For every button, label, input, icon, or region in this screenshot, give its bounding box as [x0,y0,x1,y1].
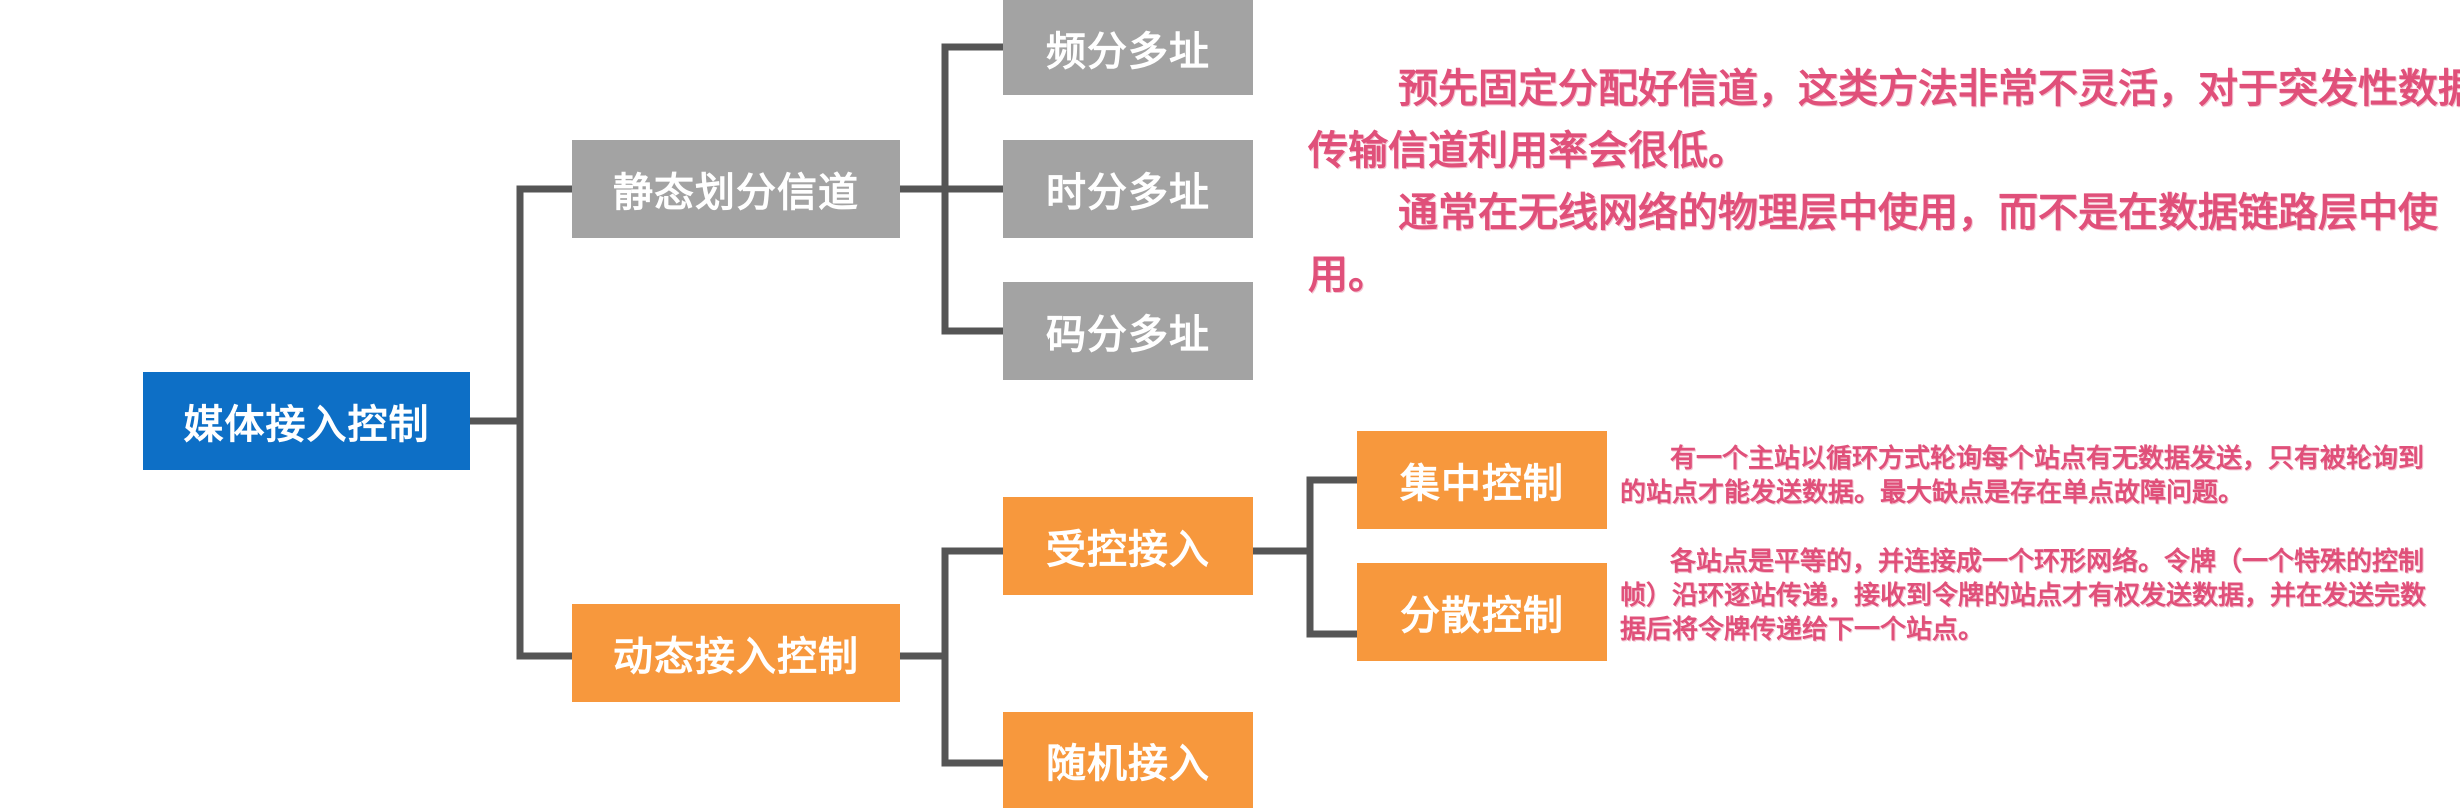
node-controlled-access: 受控接入 [1003,497,1253,595]
node-random-access: 随机接入 [1003,712,1253,808]
distributed-control-note: 各站点是平等的，并连接成一个环形网络。令牌（一个特殊的控制帧）沿环逐站传递，接收… [1620,545,2440,647]
node-distributed-control: 分散控制 [1357,563,1607,661]
distributed-note-text: 各站点是平等的，并连接成一个环形网络。令牌（一个特殊的控制帧）沿环逐站传递，接收… [1620,547,2427,645]
static-note-paragraph-1: 预先固定分配好信道，这类方法非常不灵活，对于突发性数据传输信道利用率会很低。 [1308,66,2460,174]
centralized-control-note: 有一个主站以循环方式轮询每个站点有无数据发送，只有被轮询到的站点才能发送数据。最… [1620,442,2440,510]
node-dynamic-access-control: 动态接入控制 [572,604,900,702]
node-fdma: 频分多址 [1003,0,1253,95]
node-tdma: 时分多址 [1003,140,1253,238]
node-static-channel-partition: 静态划分信道 [572,140,900,238]
node-cdma: 码分多址 [1003,282,1253,380]
root-node-media-access-control: 媒体接入控制 [143,372,470,470]
static-partition-note: 预先固定分配好信道，这类方法非常不灵活，对于突发性数据传输信道利用率会很低。 通… [1308,58,2460,306]
centralized-note-text: 有一个主站以循环方式轮询每个站点有无数据发送，只有被轮询到的站点才能发送数据。最… [1620,444,2425,508]
static-note-paragraph-2: 通常在无线网络的物理层中使用，而不是在数据链路层中使用。 [1308,190,2438,298]
node-centralized-control: 集中控制 [1357,431,1607,529]
